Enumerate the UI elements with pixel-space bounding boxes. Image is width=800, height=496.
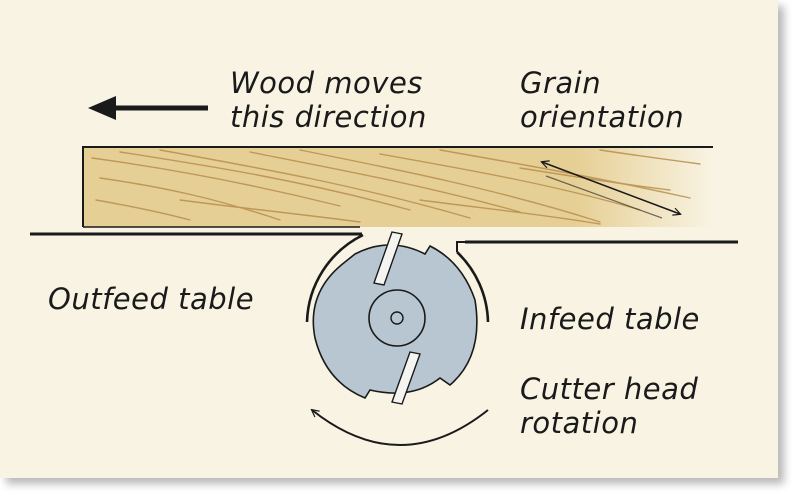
curved-arrow-icon xyxy=(312,410,489,446)
wood-direction-line-2: this direction xyxy=(230,100,427,134)
cutter-line-1: Cutter head xyxy=(520,372,699,406)
grain-line-1: Grain xyxy=(520,66,602,100)
infeed-table-label: Infeed table xyxy=(520,302,700,336)
double-arrow-icon xyxy=(542,162,680,219)
cutter-housing xyxy=(305,233,490,323)
outfeed-table-label: Outfeed table xyxy=(48,282,255,316)
grain-orientation-label: Grain orientation xyxy=(520,66,684,134)
cutter-head xyxy=(312,231,478,405)
arrow-left-icon xyxy=(88,96,208,120)
table-lines xyxy=(30,232,738,252)
wood-board xyxy=(82,146,713,228)
grain-line-2: orientation xyxy=(520,100,685,134)
knife-bottom xyxy=(391,351,421,405)
cutter-line-2: rotation xyxy=(520,406,639,440)
infeed-step xyxy=(456,241,465,252)
cutter-rotation-label: Cutter head rotation xyxy=(520,372,698,440)
knife-top xyxy=(373,231,403,286)
cutter-hub xyxy=(368,289,426,347)
wood-direction-line-1: Wood moves xyxy=(230,66,423,100)
cutter-spindle xyxy=(390,311,404,325)
wood-direction-label: Wood moves this direction xyxy=(230,66,427,134)
